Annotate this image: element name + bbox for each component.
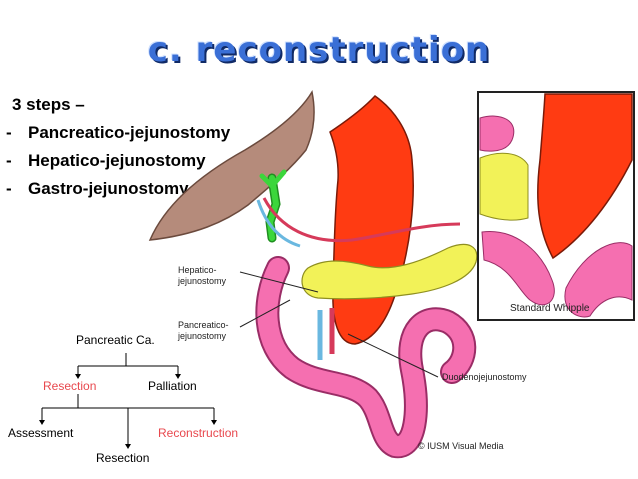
flow-assessment: Assessment: [8, 426, 74, 440]
label-standard-whipple: Standard Whipple: [510, 303, 590, 314]
stomach-shape: [329, 95, 414, 345]
blood-vessels: [256, 197, 461, 360]
liver-shape: [148, 89, 315, 241]
steps-heading: 3 steps –: [12, 95, 85, 114]
flowchart-connectors: [41, 353, 215, 446]
inset-standard-whipple: [477, 91, 635, 321]
flow-root: Pancreatic Ca.: [76, 333, 155, 347]
step-item: -Gastro-jejunostomy: [6, 179, 189, 198]
flow-reconstruction: Reconstruction: [158, 426, 239, 440]
steps-list: 3 steps – -Pancreatico-jejunostomy -Hepa…: [6, 94, 230, 204]
slide-title: c. reconstruction: [147, 30, 491, 70]
flow-resection-sub: Resection: [96, 451, 150, 465]
flow-palliation: Palliation: [148, 379, 197, 393]
pancreas-shape: [301, 243, 478, 300]
step-item: -Hepatico-jejunostomy: [6, 151, 206, 170]
jejunum-loop: [255, 256, 477, 459]
label-leaders: [239, 271, 439, 378]
flow-resection: Resection: [43, 379, 97, 393]
copyright-text: © IUSM Visual Media: [418, 441, 504, 451]
step-item: -Pancreatico-jejunostomy: [6, 123, 231, 142]
flowchart-arrowheads: [39, 374, 217, 449]
label-pancreatico: Pancreatico- jejunostomy: [178, 320, 229, 341]
label-duodeno: Duodenojejunostomy: [442, 372, 527, 382]
label-hepatico: Hepatico- jejunostomy: [178, 265, 227, 286]
